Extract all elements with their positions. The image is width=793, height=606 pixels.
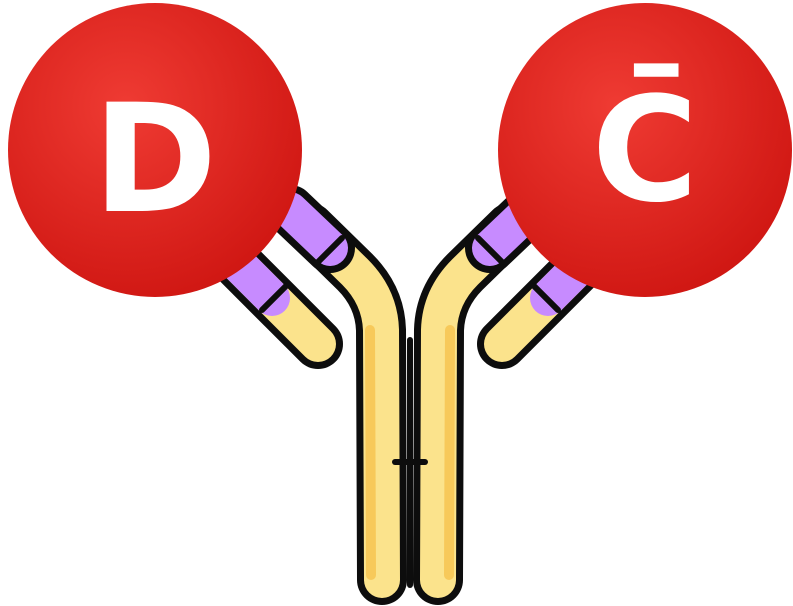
heavy-variable-left (272, 192, 348, 266)
light-variable-left (222, 248, 290, 316)
heavy-chain-right-shade (444, 325, 455, 580)
heavy-chain-left (292, 210, 400, 598)
antigen-right-letter: C̄ (592, 63, 698, 235)
antigen-left-circle (8, 3, 302, 297)
antibody-icon (215, 185, 605, 605)
antigen-left-letter: D (93, 73, 218, 247)
antigen-right-circle (498, 3, 792, 297)
heavy-right-separator (475, 235, 505, 265)
antigen-left: D (8, 3, 302, 297)
heavy-chain-right (420, 210, 528, 598)
light-right-separator (531, 283, 561, 313)
heavy-left-separator (315, 235, 345, 265)
light-left-separator (259, 283, 289, 313)
heavy-chain-left-shade (365, 325, 376, 580)
antigen-right: C̄ (498, 3, 792, 297)
